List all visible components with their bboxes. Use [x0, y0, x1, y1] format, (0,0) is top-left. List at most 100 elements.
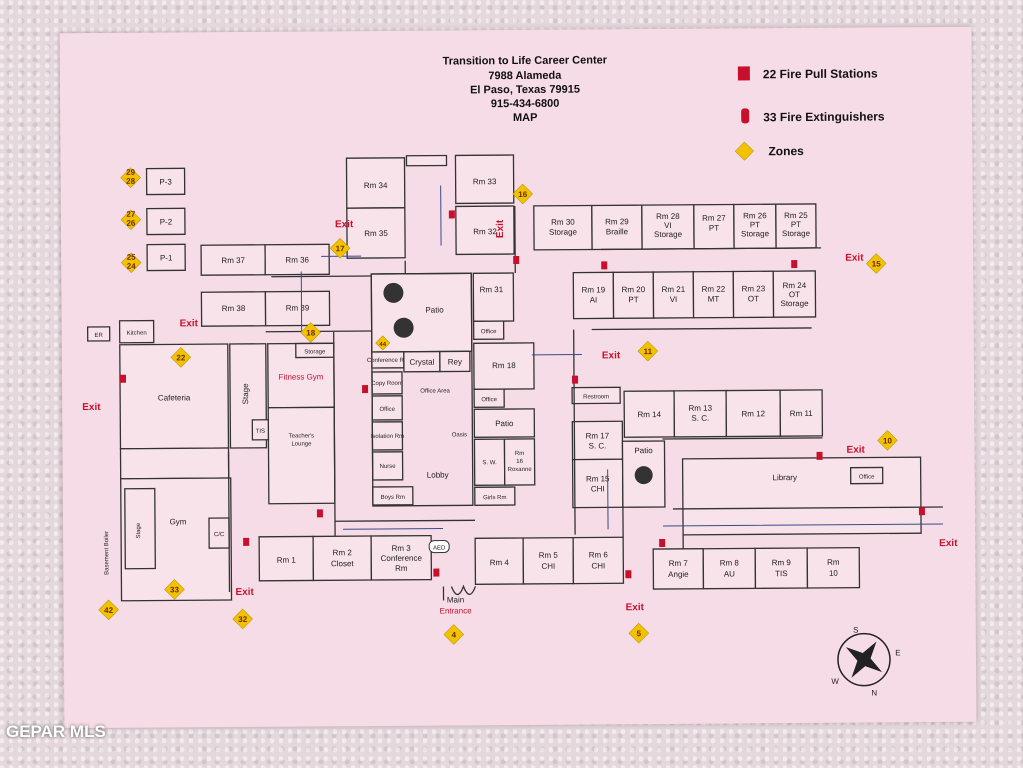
patio-small-label: Patio [495, 419, 514, 428]
exit-sign: Exit [180, 318, 199, 329]
portable-3-label: P-3 [159, 177, 172, 186]
room-25-sub1: PT [791, 220, 801, 229]
room-23-sub: OT [748, 294, 759, 303]
zone-27-26: 27 26 [120, 209, 142, 230]
room-31-label: Rm 31 [480, 285, 504, 294]
boiler-label: Basement Boiler [104, 531, 110, 575]
kitchen [118, 319, 155, 344]
library [681, 456, 922, 536]
room-32 [455, 205, 515, 256]
cafeteria-label: Cafeteria [158, 393, 191, 402]
room-24-sub1: OT [789, 290, 800, 299]
southeast-block: Restroom Rm 14 Rm 13 S. C. Rm 12 Rm 11 R… [571, 386, 824, 509]
room-16-sub: Roxanne [508, 467, 533, 473]
office-3 [473, 388, 505, 408]
office-area-label: Office Area [420, 388, 450, 394]
zone-22: 22 [170, 347, 192, 368]
room-20-label: Rm 20 [622, 285, 646, 294]
room-28-sub1: VI [664, 221, 672, 230]
nurse-label: Nurse [380, 464, 397, 470]
school-name: Transition to Life Career Center [443, 54, 608, 67]
exit-sign: Exit [846, 445, 865, 456]
room-28-label: Rm 28 [656, 212, 680, 221]
room-11 [779, 389, 824, 437]
room-28-sub2: Storage [654, 230, 683, 239]
room-15-sub: CHI [591, 484, 605, 493]
svg-text:28: 28 [126, 177, 136, 186]
room-10-label: Rm [827, 558, 840, 567]
legend-extinguishers: 33 Fire Extinguishers [763, 109, 885, 124]
compass-n: N [871, 688, 877, 697]
room-3 [370, 534, 433, 581]
compass-w: W [831, 677, 839, 686]
address-city: El Paso, Texas 79915 [470, 84, 580, 97]
room-30-label: Rm 30 [551, 218, 575, 227]
patio-center-label: Patio [425, 306, 444, 315]
east-wing: Rm 19 AI Rm 20 PT Rm 21 VI Rm 22 MT Rm 2… [572, 270, 817, 320]
zone-44: 44 [375, 335, 391, 351]
zone-33: 33 [164, 579, 185, 600]
room-6-sub: CHI [591, 561, 605, 570]
exit-sign: Exit [82, 402, 101, 413]
cafeteria-block: Kitchen ER Cafeteria Stage Fitness Gym S… [86, 319, 336, 505]
zone-16: 16 [512, 183, 533, 205]
tree-icon [383, 282, 404, 303]
room-33-label: Rm 33 [473, 177, 497, 186]
room-5-sub: CHI [541, 562, 555, 571]
exit-sign: Exit [626, 602, 645, 613]
room-21-sub: VI [670, 295, 678, 304]
room-3-label: Rm 3 [392, 544, 412, 553]
exit-sign: Exit [845, 253, 864, 264]
exit-sign: Exit [335, 219, 354, 230]
tis-label: TIS [256, 429, 265, 435]
oasis-label: Oasis [452, 432, 467, 438]
sw-label: S. W. [482, 460, 497, 466]
fire-extinguisher-icon [433, 568, 440, 577]
room-7 [652, 548, 705, 590]
fire-extinguisher-icon [316, 509, 323, 518]
svg-text:33: 33 [170, 585, 180, 594]
gym-stage-label: Stage [136, 522, 142, 538]
room-9-sub: TIS [775, 569, 788, 578]
legend-zones: Zones [768, 144, 804, 158]
room-4-label: Rm 4 [490, 558, 510, 567]
fire-extinguisher-icon [625, 570, 632, 579]
aed-icon [428, 540, 450, 554]
room-20-sub: PT [628, 295, 638, 304]
room-29-label: Rm 29 [605, 217, 629, 226]
main-entrance-label: Main [447, 595, 464, 604]
room-6-label: Rm 6 [589, 550, 609, 559]
main-entrance-doors [442, 584, 477, 601]
room-10 [806, 546, 861, 589]
room-rey [439, 350, 471, 373]
library-office [849, 466, 884, 485]
room-26-sub1: PT [750, 220, 760, 229]
zone-25-24: 25 24 [120, 252, 142, 273]
zone-11: 11 [637, 340, 659, 362]
exit-sign: Exit [939, 538, 958, 549]
er-label: ER [95, 333, 104, 339]
svg-text:4: 4 [452, 630, 457, 639]
zone-markers: 29 28 27 26 25 24 17 16 15 18 22 11 10 3… [98, 167, 898, 645]
evacuation-map-sheet: Transition to Life Career Center 7988 Al… [59, 26, 977, 729]
room-17-sub: S. C. [589, 441, 607, 450]
svg-text:44: 44 [379, 342, 386, 348]
fire-pull-station-icon [737, 66, 750, 81]
south-wing: Rm 1 Rm 2 Closet Rm 3 Conference Rm AED … [258, 534, 861, 616]
teachers-lounge-label: Teacher's [289, 433, 315, 439]
fire-extinguisher-icon [243, 537, 250, 546]
room-27-label: Rm 27 [702, 214, 726, 223]
conference-label: Conference Rm [367, 358, 409, 364]
fire-extinguisher-icon [918, 507, 925, 516]
zone-15: 15 [865, 253, 887, 274]
room-39-label: Rm 39 [286, 303, 310, 312]
zone-10: 10 [877, 430, 898, 451]
room-26-label: Rm 26 [743, 211, 767, 220]
restroom-label: Restroom [583, 394, 609, 400]
girls-restroom [474, 486, 516, 506]
rey-label: Rey [448, 357, 462, 366]
northeast-wing: Rm 30 Storage Rm 29 Braille Rm 28 VI Sto… [533, 203, 817, 251]
room-25-sub2: Storage [782, 229, 811, 238]
portable-1-label: P-1 [160, 253, 173, 262]
room-7-sub: Angie [668, 570, 689, 579]
